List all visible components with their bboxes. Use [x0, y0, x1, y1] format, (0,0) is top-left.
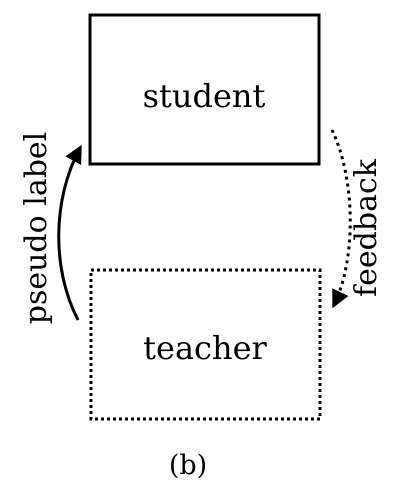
- teacher-label: teacher: [143, 329, 267, 367]
- pseudo-label-arrow: [57, 144, 82, 321]
- feedback-arrow: [330, 129, 352, 309]
- teacher-node: teacher: [89, 268, 322, 421]
- student-box: [88, 13, 321, 166]
- teacher-box: [89, 268, 322, 421]
- pseudo-label-edge: pseudo label: [19, 132, 82, 325]
- student-label: student: [143, 77, 266, 115]
- pseudo-label-text: pseudo label: [19, 132, 54, 325]
- figure-caption: (b): [169, 450, 207, 481]
- feedback-text: feedback: [349, 158, 384, 297]
- student-node: student: [88, 13, 321, 166]
- feedback-edge: feedback: [330, 129, 384, 309]
